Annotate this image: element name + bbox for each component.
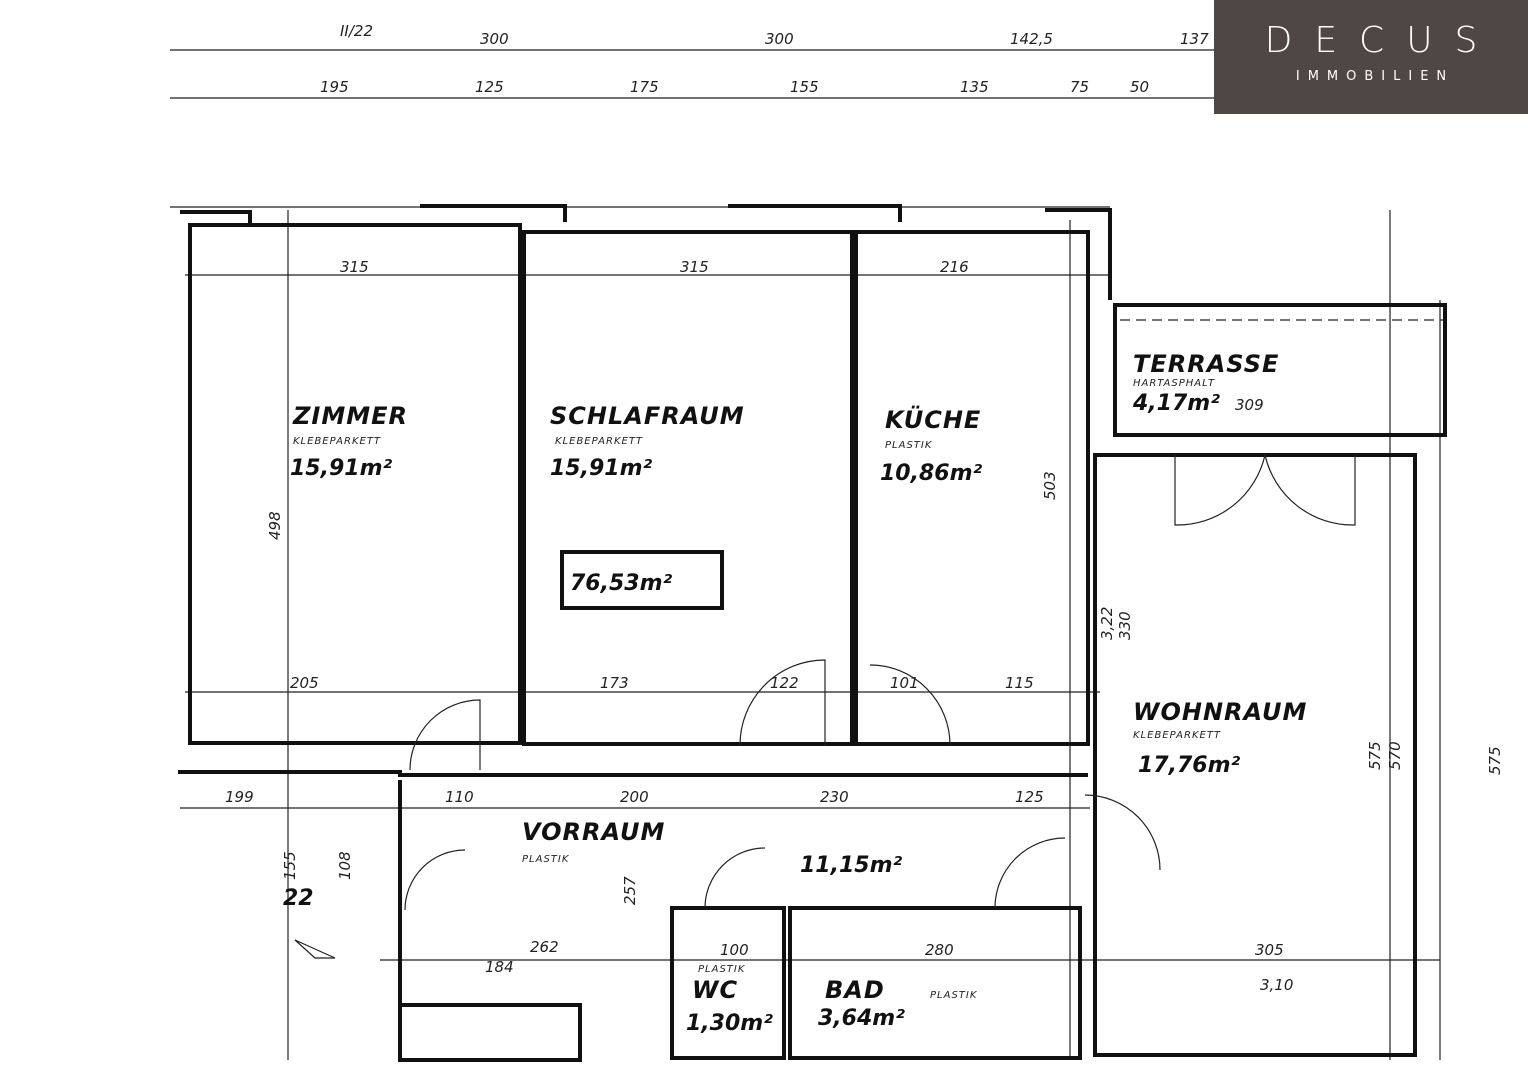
dimension-label: 498 (266, 511, 284, 540)
room-area: 1,30m² (686, 1011, 773, 1036)
north-arrow-icon (294, 939, 336, 959)
dimension-label: 3,22 (1098, 607, 1116, 640)
room-area: 17,76m² (1138, 753, 1241, 778)
dimension-label: 330 (1116, 611, 1134, 640)
dimension-label: 75 (1070, 78, 1089, 96)
room-name: WOHNRAUM (1133, 698, 1307, 726)
dimension-label: 108 (336, 851, 354, 880)
dimension-label: 115 (1005, 674, 1034, 692)
dimension-label: 315 (680, 258, 709, 276)
room-wc: PLASTIK WC 1,30m² (686, 964, 773, 1036)
dimension-label: 305 (1255, 941, 1284, 959)
dimension-label: 216 (940, 258, 969, 276)
room-bad: BAD PLASTIK 3,64m² (818, 976, 978, 1031)
dimension-label: 173 (600, 674, 629, 692)
dimension-label: 125 (1015, 788, 1044, 806)
room-wohnraum: WOHNRAUM KLEBEPARKETT 17,76m² (1133, 698, 1307, 778)
room-name: BAD (825, 976, 885, 1004)
dimension-label: 262 (530, 938, 559, 956)
dimension-label: 137 (1180, 30, 1209, 48)
dimension-label: 300 (765, 30, 794, 48)
total-area: 76,53m² (570, 571, 673, 596)
logo-brand: DECUS (1264, 20, 1500, 61)
dimension-label: 503 (1041, 471, 1059, 500)
logo-subtitle: IMMOBILIEN (1295, 69, 1455, 84)
room-area: 10,86m² (880, 461, 983, 486)
dimension-label: 101 (890, 674, 919, 692)
room-vorraum: VORRAUM PLASTIK 11,15m² (522, 818, 903, 878)
room-floor: HARTASPHALT (1133, 378, 1215, 389)
dimension-label: 135 (960, 78, 989, 96)
room-floor: KLEBEPARKETT (1133, 730, 1221, 741)
door-swings (404, 454, 1356, 911)
dimension-lines (170, 49, 1445, 1060)
dimension-label: 100 (720, 941, 749, 959)
dimension-label: 570 (1386, 741, 1404, 770)
dimension-label: 50 (1130, 78, 1149, 96)
dimension-label: 200 (620, 788, 649, 806)
stair-number: 22 (283, 886, 314, 911)
dimension-label: 142,5 (1010, 30, 1053, 48)
dimension-label: 125 (475, 78, 504, 96)
dimension-label: 110 (445, 788, 474, 806)
room-schlafraum: SCHLAFRAUM KLEBEPARKETT 15,91m² (550, 402, 745, 481)
dimension-labels: II/22 300 300 142,5 137 195 125 175 155 … (225, 22, 1504, 994)
decus-logo: DECUS IMMOBILIEN (1214, 0, 1528, 114)
room-name: WC (692, 976, 738, 1004)
room-name: TERRASSE (1133, 350, 1279, 378)
room-name: VORRAUM (522, 818, 665, 846)
room-area: 4,17m² (1132, 391, 1220, 416)
room-name: ZIMMER (292, 402, 408, 430)
room-floor: KLEBEPARKETT (555, 436, 643, 447)
room-area: 15,91m² (290, 456, 393, 481)
room-name: SCHLAFRAUM (550, 402, 745, 430)
dimension-label: 257 (621, 876, 639, 905)
dimension-label: 155 (790, 78, 819, 96)
dimension-label: 205 (290, 674, 319, 692)
room-floor: PLASTIK (930, 990, 978, 1001)
dimension-label: 300 (480, 30, 509, 48)
room-area: 11,15m² (800, 853, 903, 878)
dimension-label: 280 (925, 941, 954, 959)
room-name: KÜCHE (885, 404, 981, 434)
dimension-label: 575 (1486, 746, 1504, 775)
dimension-label: 230 (820, 788, 849, 806)
dimension-label: 122 (770, 674, 799, 692)
dimension-label: 199 (225, 788, 254, 806)
dimension-label: 184 (485, 958, 514, 976)
dimension-label: 575 (1366, 741, 1384, 770)
total-area-box: 76,53m² (560, 550, 724, 610)
room-zimmer: ZIMMER KLEBEPARKETT 15,91m² (290, 402, 408, 481)
walls (178, 204, 1447, 1062)
dimension-label: 195 (320, 78, 349, 96)
dimension-label: II/22 (340, 22, 373, 40)
dimension-label: 309 (1235, 396, 1264, 414)
dimension-label: 3,10 (1260, 976, 1293, 994)
room-area: 15,91m² (550, 456, 653, 481)
room-floor: PLASTIK (698, 964, 746, 975)
dimension-label: 155 (281, 851, 299, 880)
room-floor: PLASTIK (522, 854, 570, 865)
room-area: 3,64m² (818, 1006, 905, 1031)
room-floor: PLASTIK (885, 440, 933, 451)
dimension-label: 175 (630, 78, 659, 96)
room-terrasse: TERRASSE HARTASPHALT 4,17m² (1132, 350, 1279, 416)
room-kueche: KÜCHE PLASTIK 10,86m² (880, 404, 983, 486)
dimension-label: 315 (340, 258, 369, 276)
room-floor: KLEBEPARKETT (293, 436, 381, 447)
